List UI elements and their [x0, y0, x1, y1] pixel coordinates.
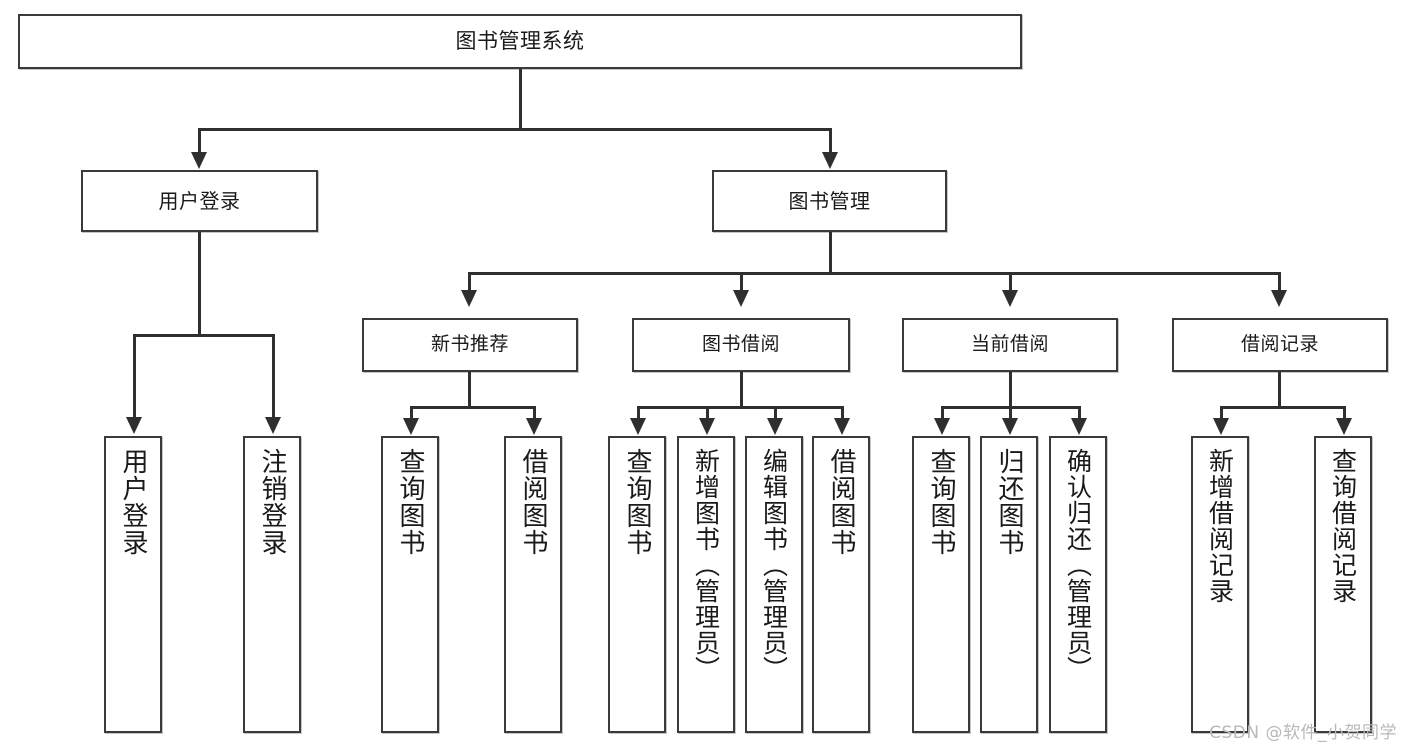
node-label: 当前借阅 [970, 333, 1049, 356]
node-borrow-record[interactable]: 借阅记录 [1172, 318, 1388, 372]
connector-bb-to-leaf-4 [841, 406, 844, 420]
connector-book-borrow-bus [637, 406, 844, 409]
node-label: 图书管理 [788, 188, 871, 213]
connector-br-to-leaf-2 [1343, 406, 1346, 420]
arrowhead-leaf-borrow-book-1 [526, 418, 542, 435]
node-label: 借阅图书 [826, 448, 856, 556]
node-leaf-add-book[interactable]: 新增图书（管理员） [677, 436, 735, 733]
node-label: 归还图书 [994, 448, 1024, 556]
connector-user-login-stem [198, 232, 201, 336]
node-label: 用户登录 [158, 188, 241, 213]
connector-cb-to-leaf-2 [1009, 406, 1012, 420]
connector-book-manage-bus [468, 272, 1281, 275]
node-label: 查询图书 [926, 448, 956, 556]
node-leaf-query-book-3[interactable]: 查询图书 [912, 436, 970, 733]
arrowhead-book-borrow [733, 290, 749, 307]
watermark-text: CSDN @软件_小贺同学 [1209, 723, 1397, 743]
node-label: 图书管理系统 [455, 29, 585, 54]
arrowhead-user-login [191, 152, 207, 169]
connector-nbr-to-leaf-1 [410, 406, 413, 420]
node-leaf-query-book-1[interactable]: 查询图书 [381, 436, 439, 733]
node-label: 注销登录 [257, 448, 287, 556]
node-label: 新增借阅记录 [1205, 448, 1235, 604]
arrowhead-leaf-add-book [699, 418, 715, 435]
connector-book-manage-stem [829, 232, 832, 274]
node-leaf-edit-book[interactable]: 编辑图书（管理员） [745, 436, 803, 733]
connector-user-login-to-leaf-2 [272, 334, 275, 419]
arrowhead-leaf-query-book-2 [630, 418, 646, 435]
node-leaf-confirm-return[interactable]: 确认归还（管理员） [1049, 436, 1107, 733]
connector-to-current-borrow [1009, 272, 1012, 292]
arrowhead-leaf-add-record [1213, 418, 1229, 435]
node-leaf-borrow-book-1[interactable]: 借阅图书 [504, 436, 562, 733]
node-label: 编辑图书（管理员） [759, 448, 789, 682]
node-label: 新书推荐 [430, 333, 509, 356]
connector-br-to-leaf-1 [1220, 406, 1223, 420]
connector-user-login-bus [133, 334, 275, 337]
node-leaf-logout-login[interactable]: 注销登录 [243, 436, 301, 733]
node-label: 用户登录 [118, 448, 148, 556]
arrowhead-leaf-user-login [126, 417, 142, 434]
arrowhead-leaf-edit-book [767, 418, 783, 435]
connector-root-to-user-login [198, 128, 201, 155]
connector-user-login-to-leaf-1 [133, 334, 136, 419]
node-label: 借阅图书 [518, 448, 548, 556]
connector-cb-to-leaf-3 [1078, 406, 1081, 420]
connector-borrow-record-bus [1220, 406, 1346, 409]
node-leaf-return-book[interactable]: 归还图书 [980, 436, 1038, 733]
connector-book-borrow-stem [740, 372, 743, 408]
node-root-book-management-system[interactable]: 图书管理系统 [18, 14, 1022, 69]
connector-to-book-borrow [740, 272, 743, 292]
node-leaf-add-record[interactable]: 新增借阅记录 [1191, 436, 1249, 733]
connector-nbr-to-leaf-2 [533, 406, 536, 420]
arrowhead-new-book-recommend [461, 290, 477, 307]
arrowhead-leaf-logout-login [265, 417, 281, 434]
arrowhead-book-manage [822, 152, 838, 169]
connector-new-book-recommend-stem [468, 372, 471, 408]
node-label: 借阅记录 [1240, 333, 1319, 356]
connector-new-book-recommend-bus [410, 406, 536, 409]
connector-bb-to-leaf-1 [637, 406, 640, 420]
arrowhead-leaf-borrow-book-2 [834, 418, 850, 435]
node-leaf-borrow-book-2[interactable]: 借阅图书 [812, 436, 870, 733]
node-label: 查询借阅记录 [1328, 448, 1358, 604]
arrowhead-leaf-confirm-return [1071, 418, 1087, 435]
node-label: 查询图书 [395, 448, 425, 556]
arrowhead-current-borrow [1002, 290, 1018, 307]
arrowhead-leaf-query-book-1 [403, 418, 419, 435]
connector-to-new-book-recommend [468, 272, 471, 292]
node-book-borrow[interactable]: 图书借阅 [632, 318, 850, 372]
connector-root-to-book-manage [829, 128, 832, 155]
connector-bb-to-leaf-3 [774, 406, 777, 420]
connector-root-stem [519, 69, 522, 129]
connector-root-bus [198, 128, 832, 131]
node-label: 新增图书（管理员） [691, 448, 721, 682]
node-label: 确认归还（管理员） [1063, 448, 1093, 682]
node-label: 查询图书 [622, 448, 652, 556]
connector-bb-to-leaf-2 [706, 406, 709, 420]
node-user-login[interactable]: 用户登录 [81, 170, 318, 232]
arrowhead-leaf-query-book-3 [934, 418, 950, 435]
connector-current-borrow-stem [1009, 372, 1012, 408]
node-leaf-user-login[interactable]: 用户登录 [104, 436, 162, 733]
connector-to-borrow-record [1278, 272, 1281, 292]
node-leaf-query-book-2[interactable]: 查询图书 [608, 436, 666, 733]
arrowhead-leaf-return-book [1002, 418, 1018, 435]
arrowhead-leaf-query-record [1336, 418, 1352, 435]
arrowhead-borrow-record [1271, 290, 1287, 307]
node-new-book-recommend[interactable]: 新书推荐 [362, 318, 578, 372]
node-book-management[interactable]: 图书管理 [712, 170, 947, 232]
node-leaf-query-record[interactable]: 查询借阅记录 [1314, 436, 1372, 733]
connector-cb-to-leaf-1 [941, 406, 944, 420]
node-label: 图书借阅 [701, 333, 780, 356]
node-current-borrow[interactable]: 当前借阅 [902, 318, 1118, 372]
connector-borrow-record-stem [1278, 372, 1281, 408]
